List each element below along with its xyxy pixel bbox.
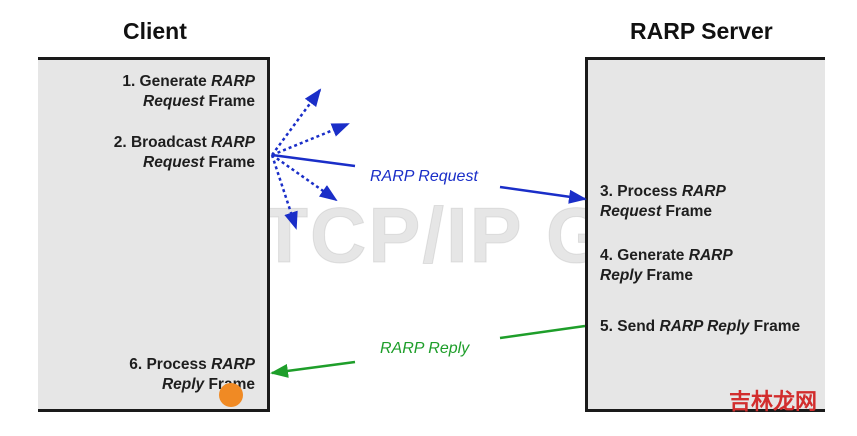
request-arrow bbox=[271, 153, 587, 204]
request-label: RARP Request bbox=[370, 168, 478, 185]
reply-arrow bbox=[270, 324, 586, 378]
reply-label: RARP Reply bbox=[380, 340, 470, 357]
step-5: 5. Send RARP Reply Frame bbox=[600, 318, 801, 335]
cursor-indicator bbox=[219, 383, 243, 407]
step-2: 2. Broadcast RARP Request Frame bbox=[113, 134, 255, 171]
broadcast-arrows bbox=[270, 88, 350, 230]
site-watermark: 吉林龙网 bbox=[728, 390, 817, 415]
step-1: 1. Generate RARP Request Frame bbox=[122, 73, 255, 110]
server-title: RARP Server bbox=[630, 18, 773, 44]
server-box bbox=[585, 57, 825, 412]
step-3: 3. Process RARP Request Frame bbox=[600, 183, 726, 220]
step-4: 4. Generate RARP Reply Frame bbox=[600, 247, 733, 284]
client-title: Client bbox=[123, 18, 187, 44]
client-box bbox=[38, 57, 270, 412]
